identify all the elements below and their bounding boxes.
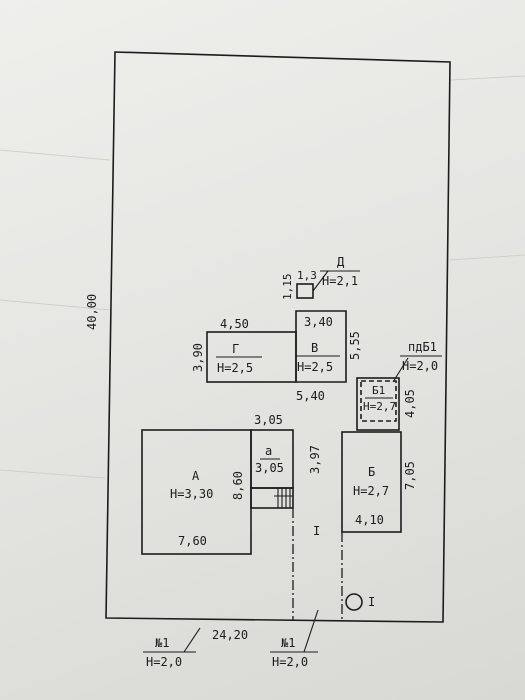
shed-d-height: Н=2,1 — [322, 274, 358, 288]
annex-a-porch — [250, 487, 294, 509]
shed-d-width: 1,3 — [297, 269, 317, 282]
building-a-height: Н=3,30 — [170, 487, 213, 501]
shed-d — [296, 283, 314, 299]
shed-d-depth: 1,15 — [281, 274, 294, 301]
building-a-letter: А — [192, 469, 200, 483]
annex-a-height: 3,05 — [255, 461, 284, 475]
building-a-depth: 8,60 — [231, 471, 245, 500]
gate2-height: Н=2,0 — [272, 655, 308, 669]
building-b1-depth: 4,05 — [403, 389, 417, 418]
building-g-letter: Г — [232, 342, 239, 356]
building-b1 — [356, 377, 400, 431]
b1-callout-leader — [392, 357, 409, 383]
annex-a-letter: а — [265, 444, 272, 458]
building-v-depth: 5,55 — [348, 331, 362, 360]
building-b — [341, 431, 402, 533]
building-v-bottom-width: 5,40 — [296, 389, 325, 403]
building-g — [206, 331, 297, 383]
building-v-top-width: 3,40 — [304, 315, 333, 329]
b1-callout-height: Н=2,0 — [402, 359, 438, 373]
plot-boundary — [105, 51, 451, 623]
gate1-leader — [183, 627, 201, 653]
gate2-leader — [303, 609, 319, 653]
gate1-height: Н=2,0 — [146, 655, 182, 669]
gate2-name: №1 — [281, 636, 295, 650]
building-a-width: 7,60 — [178, 534, 207, 548]
building-b-width: 4,10 — [355, 513, 384, 527]
building-b1-height: Н=2,7 — [363, 400, 396, 413]
well-icon — [345, 593, 363, 611]
well-label: I — [368, 595, 375, 609]
building-b-depth: 7,05 — [403, 461, 417, 490]
gate1-name: №1 — [155, 636, 169, 650]
b1-callout-name: пдБ1 — [408, 340, 437, 354]
plot-width-label: 24,20 — [212, 628, 248, 642]
building-b1-canopy — [360, 380, 397, 422]
building-b1-letter: Б1 — [372, 384, 385, 397]
building-g-depth: 3,90 — [191, 343, 205, 372]
shed-d-letter: Д — [337, 255, 345, 269]
building-b-letter: Б — [368, 465, 375, 479]
building-b-height: Н=2,7 — [353, 484, 389, 498]
building-g-width: 4,50 — [220, 317, 249, 331]
building-g-height: Н=2,5 — [217, 361, 253, 375]
yard-label: I — [313, 524, 320, 538]
annex-a-top-width: 3,05 — [254, 413, 283, 427]
building-v-height: Н=2,5 — [297, 360, 333, 374]
shed-d-leader — [312, 270, 329, 292]
plot-height-label: 40,00 — [85, 294, 99, 330]
paper-lines — [0, 75, 525, 479]
passage-length: 3,97 — [308, 445, 322, 474]
building-v-letter: В — [311, 341, 318, 355]
